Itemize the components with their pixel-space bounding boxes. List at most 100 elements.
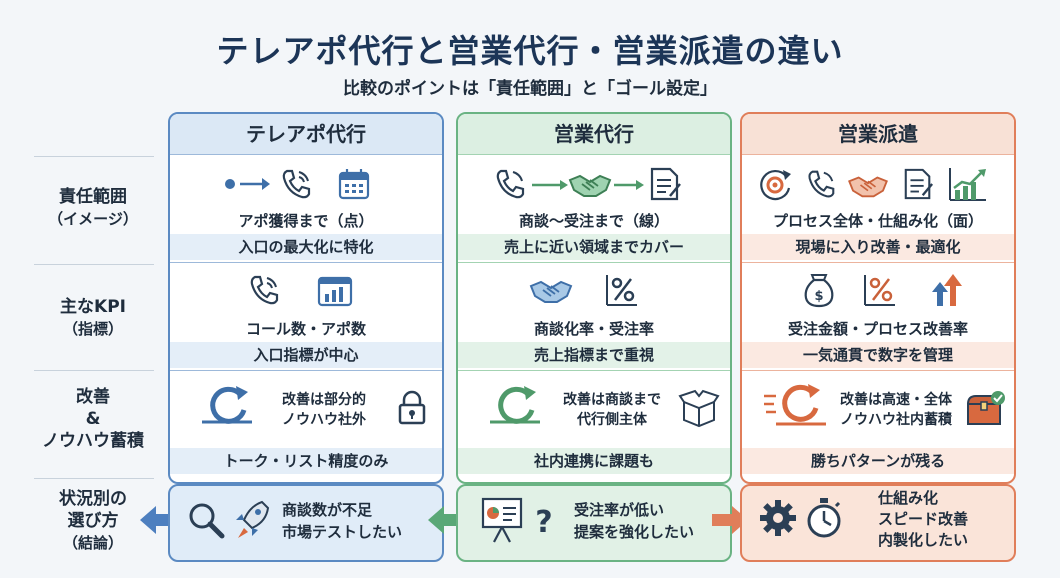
divider	[458, 262, 730, 263]
column-sales-agency: 営業代行 商談〜受注まで（線） 売上に近い領域までカバー	[456, 112, 732, 484]
svg-text:$: $	[814, 289, 823, 304]
up-arrows-icon	[932, 274, 962, 306]
situation-line2: スピード改善	[878, 510, 969, 528]
growth-chart-icon	[949, 168, 986, 201]
handshake-icon	[529, 280, 573, 303]
column-teleapo: テレアポ代行 アポ獲得まで（点） 入口の最大化に特化	[168, 112, 444, 484]
arrow-icon	[614, 180, 644, 190]
row-label-kpi: 主なKPI （指標）	[18, 296, 168, 340]
row-label-scope: 責任範囲 （イメージ）	[18, 186, 168, 230]
situation-sales-agency: ? 受注率が低い 提案を強化したい	[456, 484, 732, 562]
cycle-icon	[202, 386, 252, 424]
presentation-icon	[481, 497, 523, 543]
improve-line2: ノウハウ社外	[282, 412, 366, 428]
improve-band: 勝ちパターンが残る	[742, 448, 1014, 474]
scope-text: プロセス全体・仕組み化（面）	[772, 212, 983, 230]
kpi-band: 一気通貫で数字を管理	[742, 342, 1014, 368]
improve-band: トーク・リスト精度のみ	[170, 448, 442, 474]
phone-icon	[496, 169, 525, 199]
percent-icon	[606, 275, 637, 306]
column-sales-dispatch: 営業派遣 プロセス全体・仕組み化（面） 現場に入り改善・最適化	[740, 112, 1016, 484]
phone-icon	[282, 169, 311, 199]
situation-text: 受注率が低い 提案を強化したい	[574, 499, 694, 543]
arrow-left-green	[428, 506, 464, 534]
row-divider	[34, 370, 154, 371]
arrow-left-blue	[140, 506, 178, 534]
divider	[170, 262, 442, 263]
stopwatch-icon	[807, 498, 841, 538]
situation-line2: 提案を強化したい	[574, 523, 695, 541]
document-icon	[650, 167, 681, 201]
kpi-text: 商談化率・受注率	[533, 320, 654, 338]
dot-arrow-icon	[225, 178, 270, 190]
kpi-text: コール数・アポ数	[245, 320, 366, 338]
divider	[458, 370, 730, 371]
row-divider	[34, 264, 154, 265]
improve-line1: 改善は商談まで	[563, 392, 661, 408]
row-label-scope-line2: （イメージ）	[48, 210, 138, 228]
divider	[742, 370, 1014, 371]
improve-text: 改善は高速・全体 ノウハウ社内蓄積	[832, 390, 960, 430]
rocket-icon	[236, 500, 270, 538]
row-label-scope-line1: 責任範囲	[59, 187, 127, 207]
row-label-situation-line3: （結論）	[62, 534, 123, 552]
scope-icons	[170, 166, 442, 206]
divider	[742, 154, 1014, 155]
improve-line2: ノウハウ社内蓄積	[840, 412, 952, 428]
page-title: テレアポ代行と営業代行・営業派遣の違い	[216, 32, 844, 70]
search-icon	[189, 503, 225, 539]
improve-line1: 改善は高速・全体	[840, 392, 952, 408]
scope-icons	[458, 166, 730, 206]
kpi-icons	[170, 272, 442, 312]
row-label-kpi-line2: （指標）	[62, 320, 123, 338]
gear-icon	[760, 500, 796, 536]
kpi-band: 入口指標が中心	[170, 342, 442, 368]
situation-line1: 仕組み化	[878, 489, 939, 507]
handshake-icon	[848, 176, 888, 198]
improve-band: 社内連携に課題も	[458, 448, 730, 474]
divider	[170, 154, 442, 155]
gear-cycle-icon	[760, 169, 791, 201]
lock-icon	[398, 390, 426, 425]
column-header: テレアポ代行	[170, 114, 442, 154]
column-header: 営業派遣	[742, 114, 1014, 154]
money-bag-icon: $	[804, 274, 834, 308]
row-divider	[34, 156, 154, 157]
arrow-left-orange	[712, 506, 748, 534]
improve-text: 改善は部分的 ノウハウ社外	[260, 390, 388, 430]
row-label-improve: 改善 & ノウハウ蓄積	[18, 386, 168, 452]
scope-band: 現場に入り改善・最適化	[742, 234, 1014, 260]
situation-line3: 内製化したい	[878, 531, 969, 549]
scope-band: 入口の最大化に特化	[170, 234, 442, 260]
row-label-improve-line1: 改善	[76, 387, 110, 407]
situation-text: 仕組み化 スピード改善 内製化したい	[878, 488, 968, 551]
kpi-icons: $	[742, 272, 1014, 312]
situation-teleapo: 商談数が不足 市場テストしたい	[168, 484, 444, 562]
percent-icon	[864, 275, 895, 306]
row-label-improve-line2: &	[85, 409, 101, 429]
treasure-chest-icon	[966, 391, 1005, 425]
phone-icon	[250, 275, 279, 305]
situation-sales-dispatch: 仕組み化 スピード改善 内製化したい	[740, 484, 1016, 562]
arrow-icon	[532, 180, 568, 190]
divider	[458, 154, 730, 155]
kpi-icons	[458, 272, 730, 312]
divider	[742, 262, 1014, 263]
handshake-icon	[568, 174, 612, 197]
improve-line1: 改善は部分的	[282, 392, 366, 408]
situation-text: 商談数が不足 市場テストしたい	[282, 499, 402, 543]
situation-line2: 市場テストしたい	[282, 523, 403, 541]
phone-icon	[808, 170, 835, 198]
row-label-situation: 状況別の 選び方 （結論）	[18, 488, 168, 554]
column-header: 営業代行	[458, 114, 730, 154]
situation-line1: 商談数が不足	[282, 501, 373, 519]
row-label-situation-line2: 選び方	[67, 511, 119, 531]
row-divider	[34, 478, 154, 479]
kpi-text: 受注金額・プロセス改善率	[787, 320, 968, 338]
cycle-icon	[490, 386, 540, 424]
scope-band: 売上に近い領域までカバー	[458, 234, 730, 260]
question-icon: ?	[535, 505, 552, 538]
document-icon	[904, 168, 934, 200]
svg-text:?: ?	[535, 505, 552, 538]
row-label-kpi-line1: 主なKPI	[60, 297, 126, 317]
